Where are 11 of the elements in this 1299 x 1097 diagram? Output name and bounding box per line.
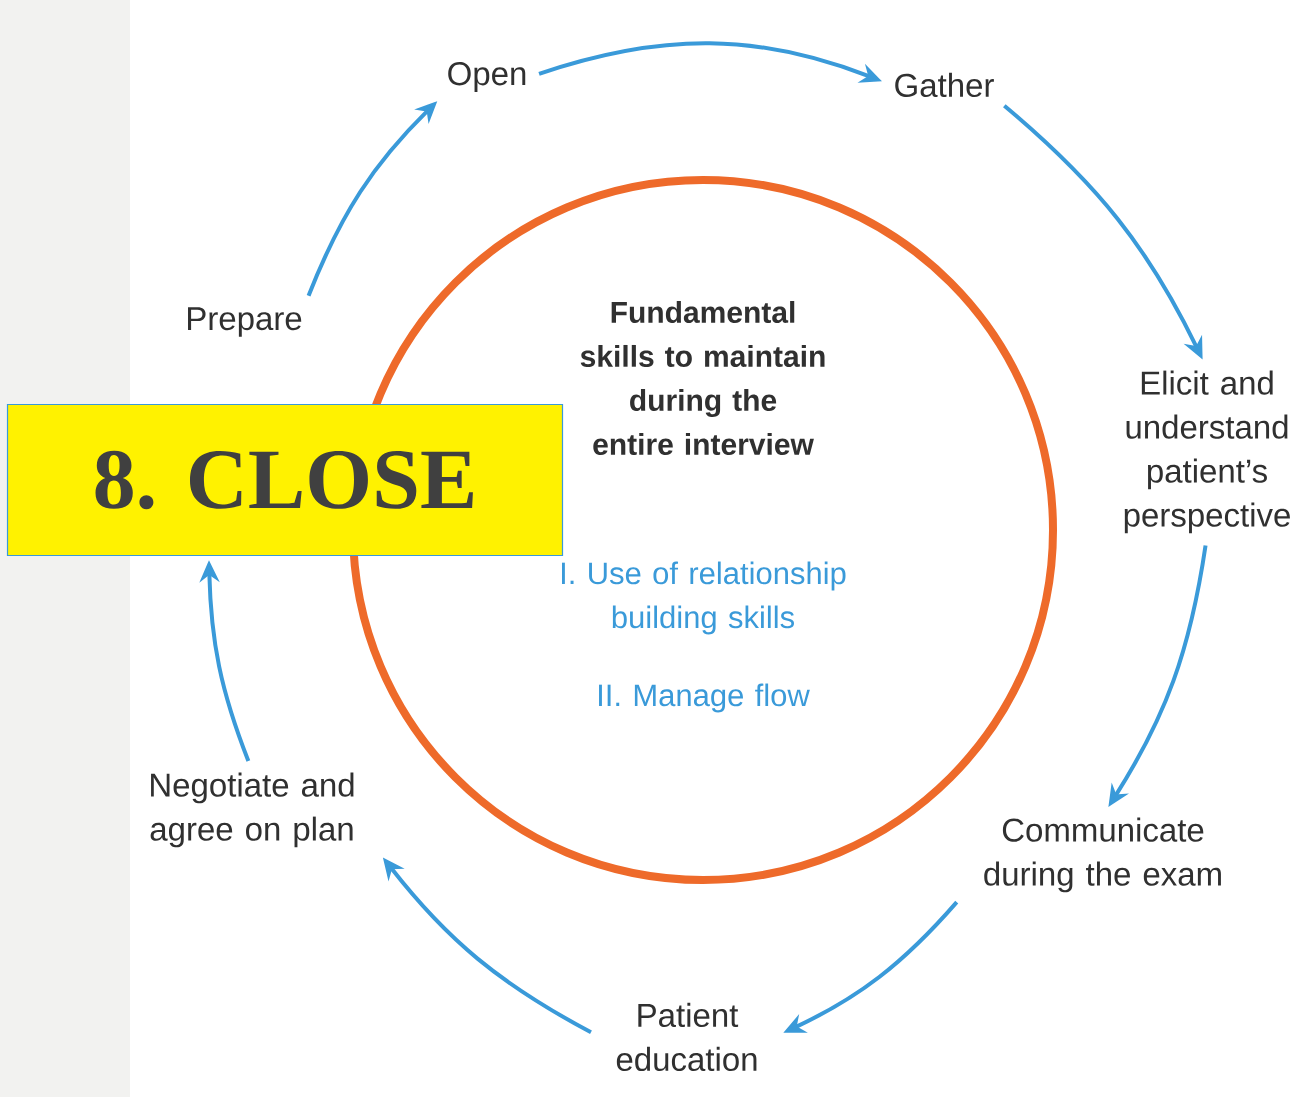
skill-item: II. Manage flow [599, 683, 810, 713]
highlight-box: 8. CLOSE [6, 403, 564, 557]
step-label: Elicit and understand patient’s perspective [1124, 370, 1290, 534]
step-label: Gather [895, 72, 994, 98]
step-label: Negotiate and agree on plan [150, 772, 354, 848]
center-heading: Fundamental skills to maintain during the entire interview [580, 300, 825, 455]
step-label: Patient education [616, 1002, 757, 1072]
step-label: Prepare [188, 307, 302, 337]
skill-item: I. Use of relationship building skills [562, 561, 846, 635]
step-label: Open [448, 62, 526, 92]
step-label: Communicate during the exam [984, 817, 1221, 893]
